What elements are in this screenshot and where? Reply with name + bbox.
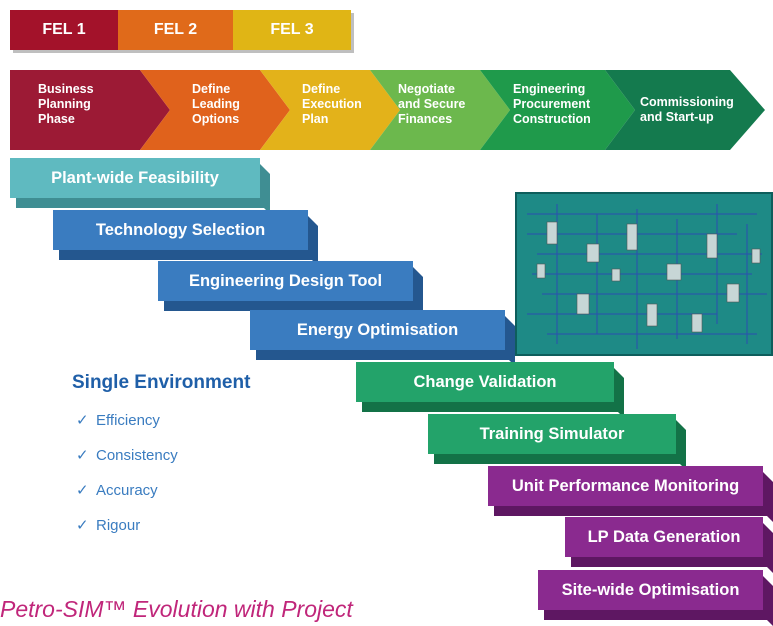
fel-3-box: FEL 3	[233, 10, 351, 50]
step-training-simulator: Training Simulator	[428, 414, 686, 470]
checklist-item-consistency: ✓Consistency	[76, 447, 178, 464]
checklist-item-rigour: ✓Rigour	[76, 517, 141, 534]
checkmark-icon: ✓	[76, 412, 89, 429]
flowsheet-image	[517, 194, 771, 354]
checklist-item-accuracy: ✓Accuracy	[76, 482, 158, 499]
checkmark-icon: ✓	[76, 447, 89, 464]
fel-2-label: FEL 2	[153, 21, 198, 38]
single-environment-title: Single Environment	[72, 372, 251, 393]
fel-1-box: FEL 1	[10, 10, 118, 50]
fel-3-label: FEL 3	[270, 21, 314, 38]
flowsheet-screenshot	[515, 192, 773, 356]
phase-chevron-5	[480, 70, 635, 150]
phase-chevron-6	[605, 70, 765, 150]
step-unit-performance-monitoring: Unit Performance Monitoring	[488, 466, 773, 522]
step-engineering-design-tool: Engineering Design Tool	[158, 261, 423, 317]
step-plant-wide-feasibility: Plant-wide Feasibility	[10, 158, 270, 214]
footer-caption: Petro-SIM™ Evolution with Project	[0, 596, 353, 622]
fel-2-box: FEL 2	[118, 10, 233, 50]
checkmark-icon: ✓	[76, 482, 89, 499]
step-lp-data-generation: LP Data Generation	[565, 517, 773, 573]
fel-1-label: FEL 1	[42, 21, 86, 38]
phase-chevron-4	[370, 70, 510, 150]
phase-chevron-bar	[10, 70, 765, 150]
step-technology-selection: Technology Selection	[53, 210, 318, 266]
step-change-validation: Change Validation	[356, 362, 624, 418]
phase-chevron-3	[260, 70, 400, 150]
step-energy-optimisation: Energy Optimisation	[250, 310, 515, 366]
checkmark-icon: ✓	[76, 517, 89, 534]
step-site-wide-optimisation: Site-wide Optimisation	[538, 570, 773, 626]
phase-chevron-2	[140, 70, 290, 150]
phase-chevron-1	[10, 70, 170, 150]
checklist-item-efficiency: ✓Efficiency	[76, 412, 160, 429]
